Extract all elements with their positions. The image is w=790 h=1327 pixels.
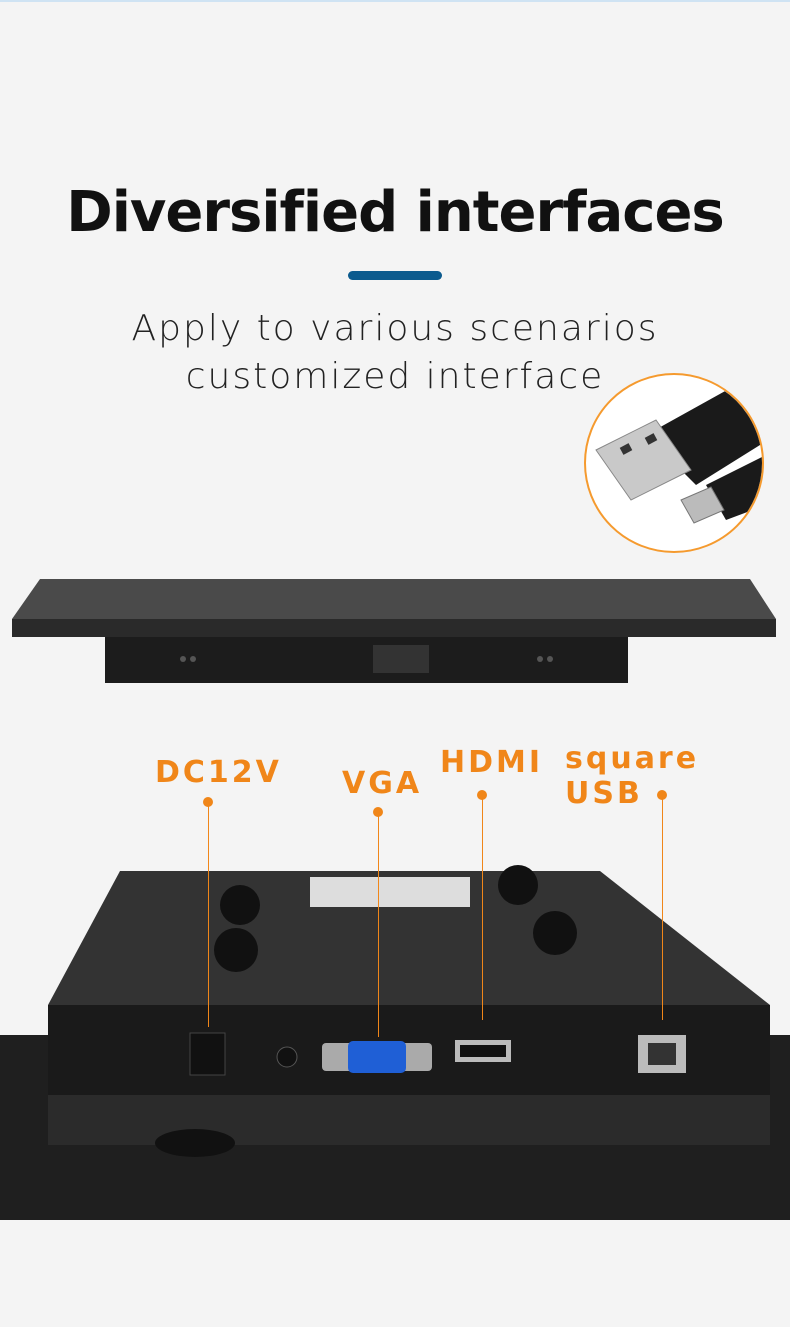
title-underline [348,271,442,280]
port-label-hdmi: HDMI [440,745,544,780]
pointer-line [482,798,483,1020]
monitor-top-view-image [12,579,776,683]
pointer-line [378,815,379,1037]
pointer-line [208,805,209,1027]
monitor-rear-ports-image [0,865,790,1220]
port-label-dc12v: DC12V [155,755,282,790]
top-divider [0,0,790,2]
port-label-square-usb: square USB [565,741,700,811]
pointer-line [662,798,663,1020]
page-title: Diversified interfaces [66,180,725,245]
pointer-dot [373,807,383,817]
port-label-vga: VGA [342,766,423,801]
pointer-dot [657,790,667,800]
subtitle-line-1: Apply to various scenarios [131,308,659,349]
subtitle-line-2: customized interface [185,356,605,397]
pointer-dot [203,797,213,807]
usb-cable-image [584,373,764,553]
pointer-dot [477,790,487,800]
